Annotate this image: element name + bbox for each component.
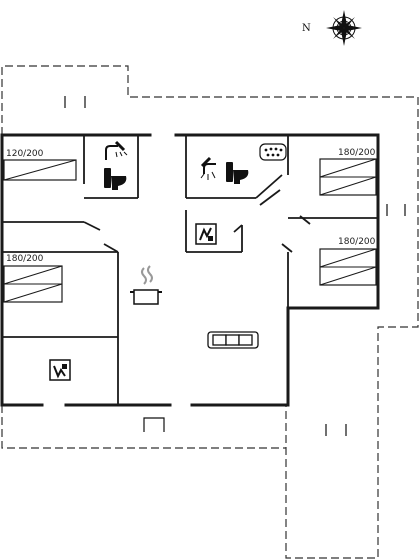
cooking-pot-icon: [130, 265, 162, 305]
bed-size-label: 180/200: [6, 254, 44, 264]
entrance-step: [143, 417, 165, 432]
bed-size-label: 180/200: [338, 148, 376, 158]
north-label: N: [302, 23, 311, 34]
washing-machine-icon: [49, 359, 71, 381]
toilet-icon: [226, 162, 249, 184]
terrace-outline: [1, 65, 419, 559]
shower-icon: [105, 140, 128, 160]
sink-icon: [259, 143, 287, 161]
compass-rose-icon: [326, 10, 362, 46]
bed-left-top: 120/200: [3, 149, 77, 181]
bed-size-label: 180/200: [338, 237, 376, 247]
washing-machine-icon: [195, 223, 217, 245]
interior-walls: [2, 135, 378, 405]
bed-left-bottom: 180/200: [3, 254, 63, 303]
outside-markers: [64, 96, 406, 436]
toilet-icon: [104, 168, 127, 190]
bed-right-top: 180/200: [319, 148, 377, 196]
bed-right-bottom: 180/200: [319, 237, 377, 286]
bed-size-label: 120/200: [6, 149, 44, 159]
exterior-walls: [0, 133, 380, 407]
sofa-icon: [207, 331, 259, 349]
shower-icon: [200, 156, 216, 180]
